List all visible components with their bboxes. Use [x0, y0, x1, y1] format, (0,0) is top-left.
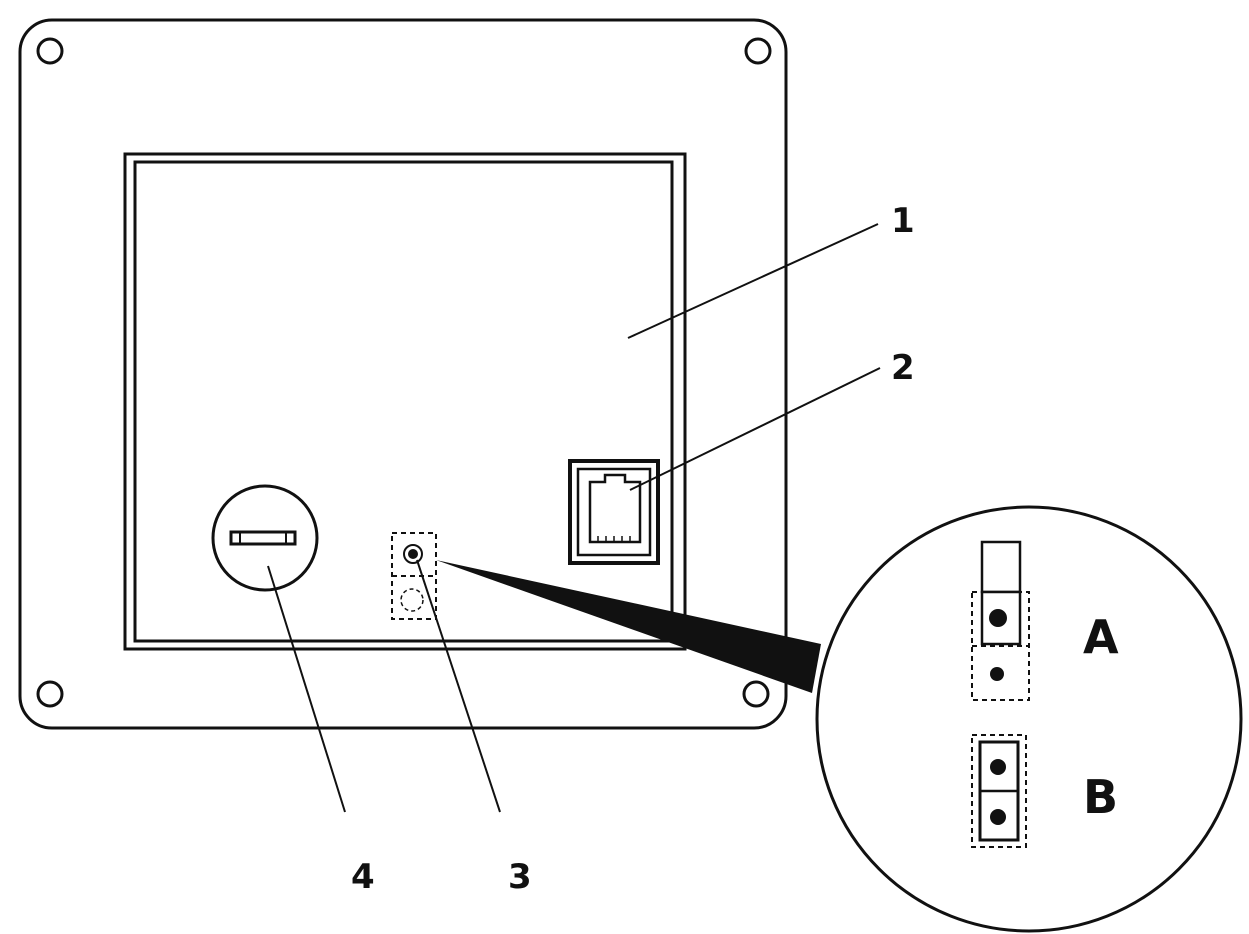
jumper-setting-a: [971, 540, 1030, 701]
callout-label-1: 1: [891, 201, 915, 241]
jumper-label-b: B: [1083, 770, 1118, 824]
screw-hole-top-left: [36, 37, 64, 65]
rear-housing-panel: [123, 152, 687, 651]
screw-hole-bottom-right: [742, 680, 770, 708]
leader-line-4: [267, 565, 346, 813]
callout-labels: 1 2 3 4: [351, 201, 915, 897]
jumper-detail-view: A B: [815, 505, 1243, 933]
leader-line-3: [416, 559, 501, 813]
leader-lines: [267, 223, 881, 813]
callout-label-2: 2: [891, 348, 915, 388]
jumper-cap-raised: [980, 540, 1022, 594]
callout-label-4: 4: [351, 857, 375, 897]
magnification-pointer: [436, 560, 821, 693]
leader-line-2: [629, 367, 881, 491]
screw-hole-top-right: [744, 37, 772, 65]
jumper-setting-b: [971, 734, 1027, 848]
fuse-holder: [211, 484, 319, 592]
leader-line-1: [627, 223, 879, 339]
screw-hole-bottom-left: [36, 680, 64, 708]
rj-connector-socket: [568, 459, 660, 565]
jumper-block: [391, 532, 437, 620]
mounting-holes: [36, 37, 772, 708]
jumper-label-a: A: [1083, 610, 1119, 664]
callout-label-3: 3: [508, 857, 532, 897]
